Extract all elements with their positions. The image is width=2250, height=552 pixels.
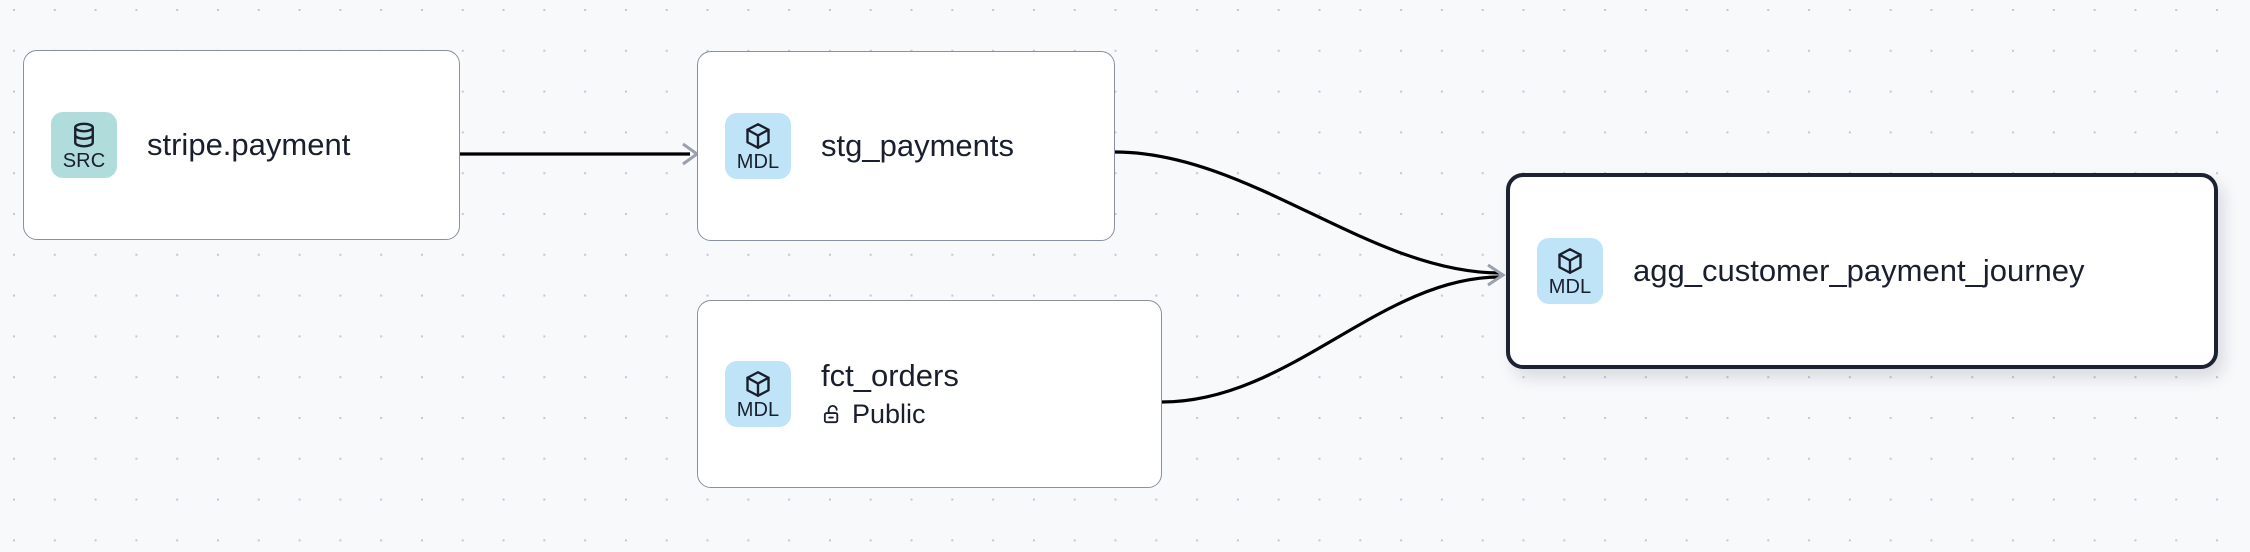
cube-icon xyxy=(1555,246,1585,276)
node-visibility: Public xyxy=(821,398,959,430)
node-agg-customer-payment-journey[interactable]: MDL agg_customer_payment_journey xyxy=(1506,173,2218,369)
edge-stripe-to-stg xyxy=(460,142,700,166)
cube-icon xyxy=(743,121,773,151)
node-type-badge-label: SRC xyxy=(62,149,106,172)
node-type-badge-src: SRC xyxy=(51,112,117,178)
cube-icon xyxy=(743,369,773,399)
edge-stg-to-agg xyxy=(1114,150,1501,275)
edge-arrowhead-agg xyxy=(1487,263,1506,287)
node-stripe-payment[interactable]: SRC stripe.payment xyxy=(23,50,460,240)
node-visibility-label: Public xyxy=(852,399,926,429)
node-title: agg_customer_payment_journey xyxy=(1633,253,2085,288)
unlock-icon xyxy=(821,403,844,426)
node-title: fct_orders xyxy=(821,358,959,393)
database-icon xyxy=(69,120,99,150)
node-type-badge-mdl: MDL xyxy=(725,113,791,179)
node-type-badge-label: MDL xyxy=(1548,275,1592,298)
node-text-block: agg_customer_payment_journey xyxy=(1633,253,2085,289)
node-text-block: stg_payments xyxy=(821,128,1014,164)
node-title: stripe.payment xyxy=(147,127,351,162)
node-title: stg_payments xyxy=(821,128,1014,163)
node-type-badge-mdl: MDL xyxy=(725,361,791,427)
edge-fct-to-agg xyxy=(1161,275,1501,404)
node-fct-orders[interactable]: MDL fct_orders Public xyxy=(697,300,1162,488)
node-text-block: fct_orders Public xyxy=(821,358,959,430)
node-text-block: stripe.payment xyxy=(147,127,350,163)
node-type-badge-label: MDL xyxy=(736,398,780,421)
node-type-badge-mdl: MDL xyxy=(1537,238,1603,304)
node-type-badge-label: MDL xyxy=(736,150,780,173)
node-stg-payments[interactable]: MDL stg_payments xyxy=(697,51,1115,241)
